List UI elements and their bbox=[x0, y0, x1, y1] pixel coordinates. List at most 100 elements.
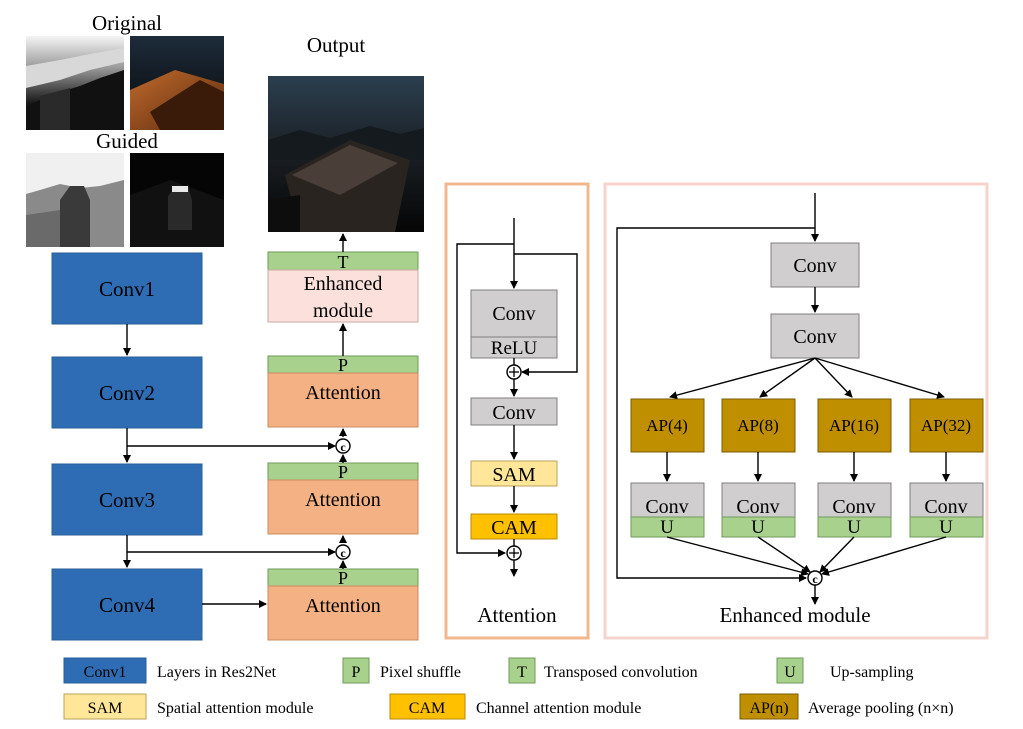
legend-t-box-label: T bbox=[517, 664, 527, 681]
att-conv-label: Conv bbox=[492, 303, 535, 325]
ap8-block bbox=[721, 398, 796, 453]
enh-conv1-block bbox=[770, 242, 860, 288]
enh-conv2-block bbox=[770, 313, 860, 359]
enhanced-panel-border bbox=[603, 182, 989, 640]
att-sam-label: SAM bbox=[492, 464, 536, 486]
att-add-node-1 bbox=[506, 364, 522, 380]
enh-conv2-label: Conv bbox=[793, 326, 836, 348]
enhanced-panel-title: Enhanced module bbox=[719, 603, 870, 627]
attention-block-2 bbox=[267, 479, 419, 535]
guided-depth-image bbox=[26, 153, 124, 247]
legend-cam-box-label: CAM bbox=[409, 700, 445, 717]
pixel-shuffle-label-1: P bbox=[338, 355, 348, 375]
legend-t-desc: Transposed convolution bbox=[544, 664, 698, 681]
output-label: Output bbox=[307, 33, 366, 57]
att-cam-label: CAM bbox=[491, 517, 537, 539]
enhanced-label-line1: Enhanced bbox=[304, 273, 383, 295]
legend-u-box-label: U bbox=[784, 664, 796, 681]
branch3-up-label: U bbox=[847, 517, 861, 538]
original-depth-image bbox=[26, 36, 124, 130]
conv3-label: Conv3 bbox=[99, 488, 155, 512]
branch1-up-label: U bbox=[660, 517, 674, 538]
concat-symbol-2: c bbox=[340, 546, 346, 560]
legend-sam-desc: Spatial attention module bbox=[157, 700, 313, 717]
enh-conv1-label: Conv bbox=[793, 255, 836, 277]
enh-to-ap8 bbox=[759, 357, 816, 398]
branch3-conv-block bbox=[817, 482, 892, 518]
att-residual-1 bbox=[514, 253, 578, 376]
ap4-label: AP(4) bbox=[646, 416, 688, 435]
enh-to-ap16 bbox=[814, 357, 853, 398]
branch2-conv-block bbox=[721, 482, 796, 518]
att-relu-label: ReLU bbox=[491, 338, 538, 359]
att-cam-block bbox=[470, 513, 558, 540]
legend-ap-swatch bbox=[739, 693, 799, 720]
branch1-to-concat bbox=[666, 536, 809, 577]
original-label: Original bbox=[92, 11, 162, 35]
attention-label-2: Attention bbox=[305, 489, 381, 511]
att-conv2-label: Conv bbox=[492, 402, 535, 424]
decoder-column: T Enhanced module P Attention P Attentio… bbox=[267, 251, 419, 641]
branch4-conv-block bbox=[909, 482, 984, 518]
attention-block-1 bbox=[267, 372, 419, 428]
concat-symbol-1: c bbox=[340, 440, 346, 454]
legend: Conv1 Layers in Res2Net P Pixel shuffle … bbox=[63, 657, 954, 720]
attention-panel: Conv ReLU Conv SAM CAM Attention bbox=[470, 289, 558, 627]
transposed-label: T bbox=[338, 252, 349, 272]
enh-concat-node: c bbox=[807, 570, 823, 586]
attention-panel-border bbox=[444, 182, 590, 640]
ap16-label: AP(16) bbox=[829, 416, 879, 435]
conv2-block bbox=[51, 356, 203, 429]
concat-node-2: c bbox=[335, 544, 351, 560]
concat-node-1: c bbox=[335, 438, 351, 454]
conv3-block bbox=[51, 463, 203, 536]
legend-cam-swatch bbox=[389, 693, 466, 720]
attention-block-3 bbox=[267, 585, 419, 641]
legend-p-desc: Pixel shuffle bbox=[380, 664, 461, 681]
ap32-block bbox=[909, 398, 984, 453]
legend-p-box-label: P bbox=[352, 664, 361, 681]
encoder-arrows bbox=[123, 324, 336, 608]
legend-u-desc: Up-sampling bbox=[830, 664, 914, 681]
branch4-conv-label: Conv bbox=[924, 496, 967, 518]
legend-conv1-swatch bbox=[63, 657, 147, 684]
legend-u-swatch bbox=[776, 657, 804, 684]
branch3-conv-label: Conv bbox=[832, 496, 875, 518]
conv2-label: Conv2 bbox=[99, 381, 155, 405]
branch1-conv-block bbox=[630, 482, 705, 518]
legend-t-swatch bbox=[508, 657, 536, 684]
branch4-up-block bbox=[909, 516, 984, 538]
att-conv-block bbox=[470, 289, 558, 338]
att-add-node-2 bbox=[506, 545, 522, 561]
attention-label-1: Attention bbox=[305, 382, 381, 404]
encoder-column: Conv1 Conv2 Conv3 Conv4 bbox=[51, 252, 203, 641]
legend-sam-box-label: SAM bbox=[88, 700, 123, 717]
legend-p-swatch bbox=[342, 657, 370, 684]
guided-color-image bbox=[130, 153, 224, 247]
branch4-to-concat bbox=[821, 536, 947, 576]
att-conv2-block bbox=[470, 397, 558, 426]
attention-label-3: Attention bbox=[305, 595, 381, 617]
branch3-up-block bbox=[817, 516, 892, 538]
conv4-block bbox=[51, 568, 203, 641]
branch3-to-concat bbox=[819, 536, 855, 573]
legend-ap-desc: Average pooling (n×n) bbox=[808, 700, 954, 717]
guided-label: Guided bbox=[96, 129, 158, 153]
enh-to-ap32 bbox=[814, 357, 945, 399]
legend-ap-box-label: AP(n) bbox=[749, 700, 788, 717]
legend-sam-swatch bbox=[63, 693, 147, 720]
legend-conv1-desc: Layers in Res2Net bbox=[157, 664, 277, 681]
enhanced-module-block bbox=[267, 269, 419, 323]
ap16-block bbox=[817, 398, 892, 453]
enhanced-panel: Conv Conv AP(4) AP(8) AP(16) AP(32) Conv… bbox=[630, 242, 984, 627]
attention-panel-title: Attention bbox=[477, 603, 557, 627]
enh-to-ap4 bbox=[669, 357, 816, 400]
enhanced-label-line2: module bbox=[313, 300, 373, 322]
legend-cam-desc: Channel attention module bbox=[476, 700, 641, 717]
legend-conv1-box-label: Conv1 bbox=[84, 664, 127, 681]
branch4-up-label: U bbox=[939, 517, 953, 538]
branch2-up-label: U bbox=[751, 517, 765, 538]
enhanced-arrows bbox=[616, 193, 950, 605]
branch1-conv-label: Conv bbox=[645, 496, 688, 518]
